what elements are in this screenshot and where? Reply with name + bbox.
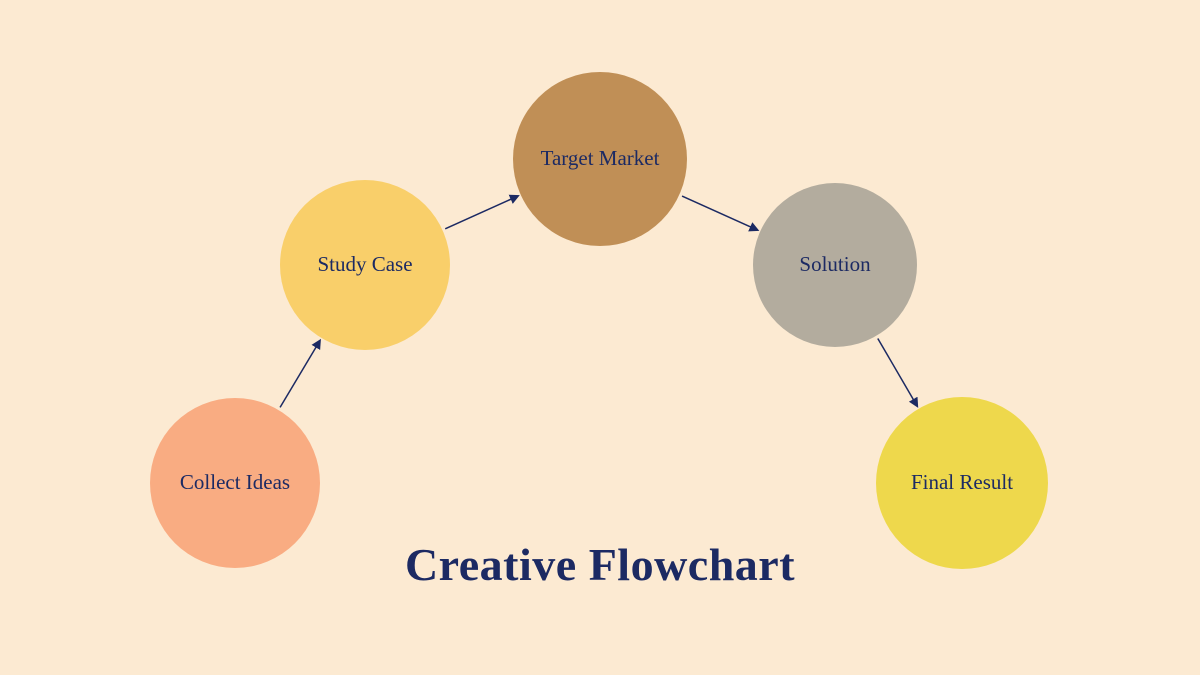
- diagram-title: Creative Flowchart: [404, 539, 796, 590]
- node-label-target-market: Target Market: [540, 146, 660, 171]
- arrow-study-case-to-target-market: [444, 194, 520, 230]
- node-target-market: Target Market: [513, 72, 687, 246]
- arrow-solution-to-final-result: [877, 338, 919, 408]
- node-collect-ideas: Collect Ideas: [150, 398, 320, 568]
- node-final-result: Final Result: [876, 397, 1048, 569]
- node-label-study-case: Study Case: [317, 252, 413, 277]
- node-label-solution: Solution: [799, 252, 871, 277]
- node-label-collect-ideas: Collect Ideas: [179, 470, 291, 495]
- arrow-target-market-to-solution: [681, 195, 760, 232]
- node-study-case: Study Case: [280, 180, 450, 350]
- arrow-collect-ideas-to-study-case: [279, 338, 321, 408]
- node-label-final-result: Final Result: [910, 470, 1014, 495]
- node-solution: Solution: [753, 183, 917, 347]
